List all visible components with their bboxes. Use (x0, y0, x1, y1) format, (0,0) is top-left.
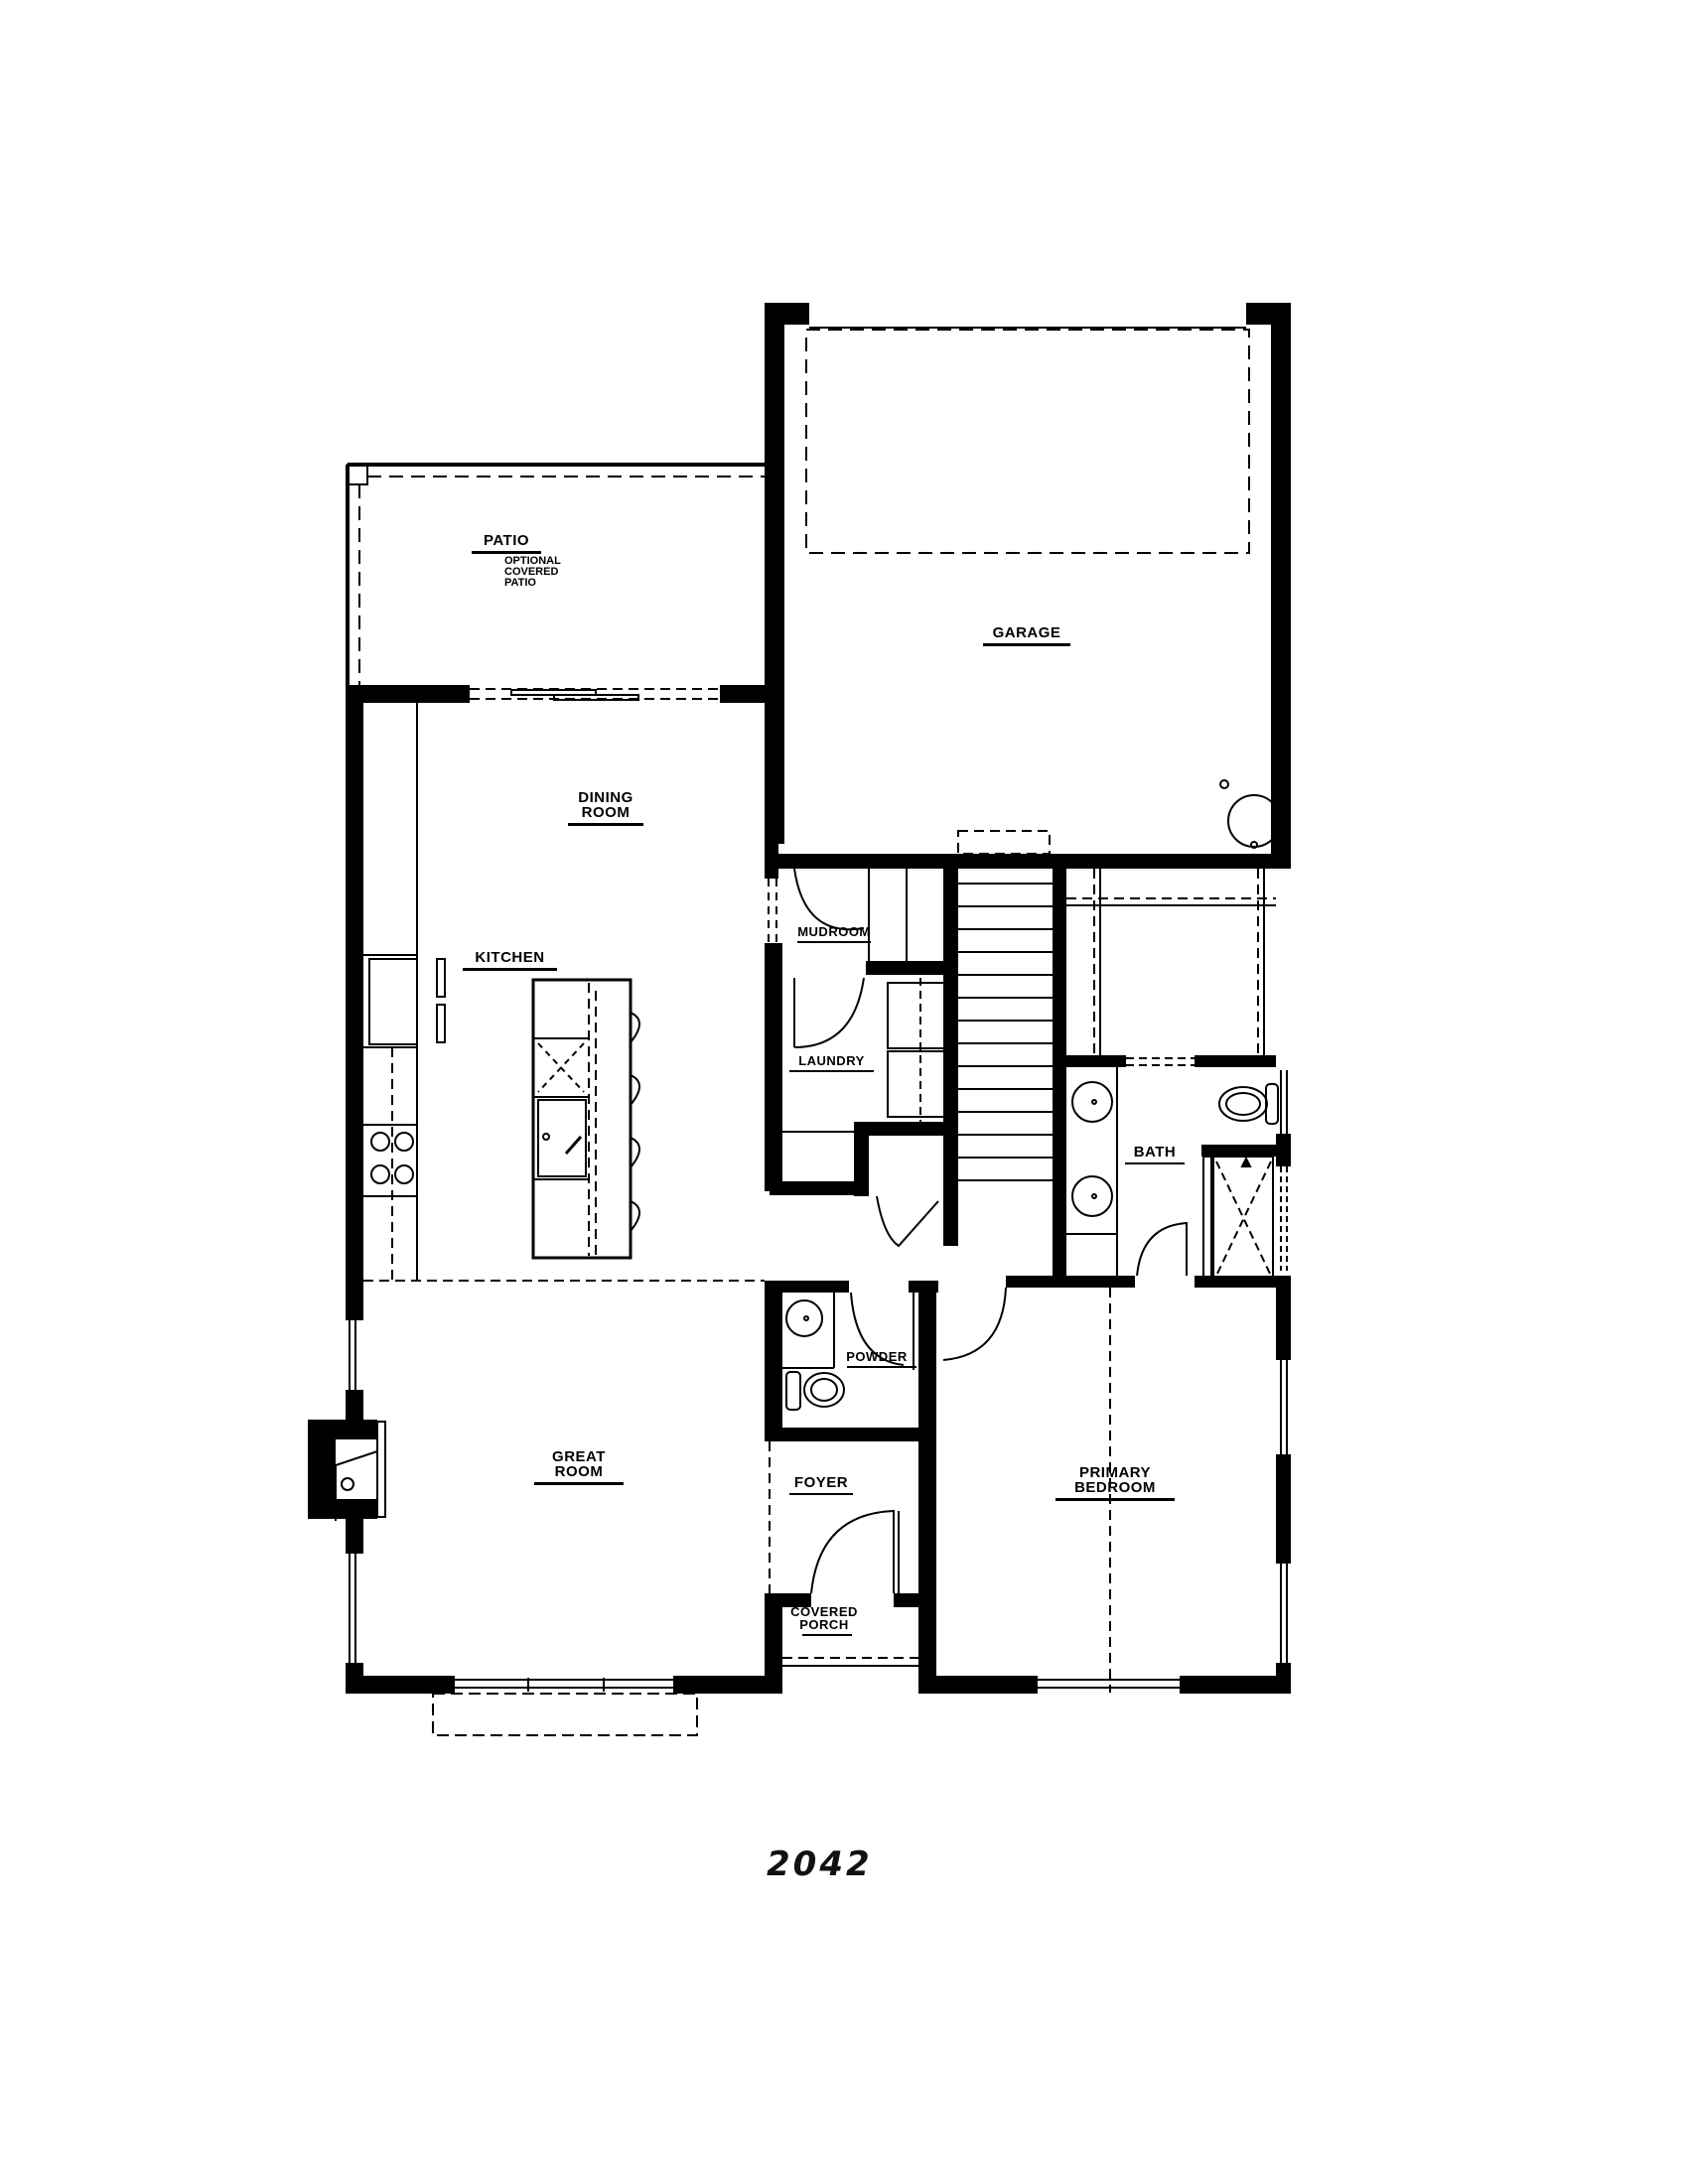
toilet-icon (1218, 1083, 1279, 1125)
staircase (943, 830, 1066, 1281)
mudroom-label-text: MUDROOM (797, 924, 871, 939)
powder-label-text: POWDER (846, 1349, 908, 1364)
porch-label-line-1: COVERED (790, 1604, 858, 1619)
room-label-mudroom: MUDROOM (789, 925, 879, 943)
dining-label-line-2: ROOM (581, 804, 631, 821)
powder-sink-icon (785, 1299, 823, 1337)
room-label-kitchen: KITCHEN (463, 950, 557, 971)
patio-note-line-1: OPTIONAL (504, 555, 561, 567)
bar-stools (630, 1012, 640, 1232)
room-label-foyer: FOYER (789, 1475, 853, 1495)
room-label-laundry: LAUNDRY (789, 1054, 874, 1072)
patio-outline (346, 463, 765, 685)
porch-label-line-2: PORCH (799, 1617, 849, 1632)
garage-walls (765, 303, 1291, 859)
room-label-primary-bedroom: PRIMARY BEDROOM (1055, 1465, 1175, 1501)
dining-label-line-1: DINING (578, 789, 633, 806)
patio-note-line-3: PATIO (504, 577, 536, 589)
patio-note-line-2: COVERED (504, 566, 559, 578)
mudroom-laundry-walls (770, 854, 948, 1248)
room-label-patio: PATIO (472, 533, 541, 554)
sink-icon (1071, 1081, 1113, 1217)
water-heater-icon (1219, 779, 1281, 849)
primary-bedroom-label-line-2: BEDROOM (1074, 1479, 1156, 1496)
room-label-powder: POWDER (837, 1350, 916, 1368)
kitchen-island (531, 978, 633, 1260)
laundry-label-text: LAUNDRY (798, 1053, 865, 1068)
kitchen-label-text: KITCHEN (475, 949, 545, 966)
fireplace-icon (308, 1420, 386, 1521)
patio-note: OPTIONAL COVERED PATIO (504, 556, 561, 589)
primary-bedroom-walls (909, 1276, 1291, 1694)
room-label-covered-porch: COVERED PORCH (784, 1605, 864, 1636)
patio-label-text: PATIO (483, 532, 530, 549)
powder-foyer-walls (765, 1281, 918, 1693)
great-room-label-line-2: ROOM (554, 1463, 604, 1480)
room-label-garage: GARAGE (983, 625, 1070, 646)
main-walls (346, 685, 782, 1736)
foyer-label-text: FOYER (793, 1474, 849, 1491)
bath-label-text: BATH (1133, 1144, 1177, 1160)
room-label-great-room: GREAT ROOM (534, 1449, 624, 1485)
cooktop-icon (370, 1132, 414, 1184)
room-label-dining-room: DINING ROOM (568, 790, 643, 826)
kitchen-counter (363, 703, 446, 1281)
powder-toilet-icon (785, 1371, 845, 1411)
room-label-bath: BATH (1125, 1145, 1185, 1164)
garage-label-text: GARAGE (992, 624, 1061, 641)
closet-bath-walls (1053, 854, 1291, 1288)
primary-bedroom-label-line-1: PRIMARY (1078, 1464, 1152, 1481)
great-room-label-line-1: GREAT (552, 1448, 606, 1465)
plan-number: 2042 (767, 1844, 873, 1884)
